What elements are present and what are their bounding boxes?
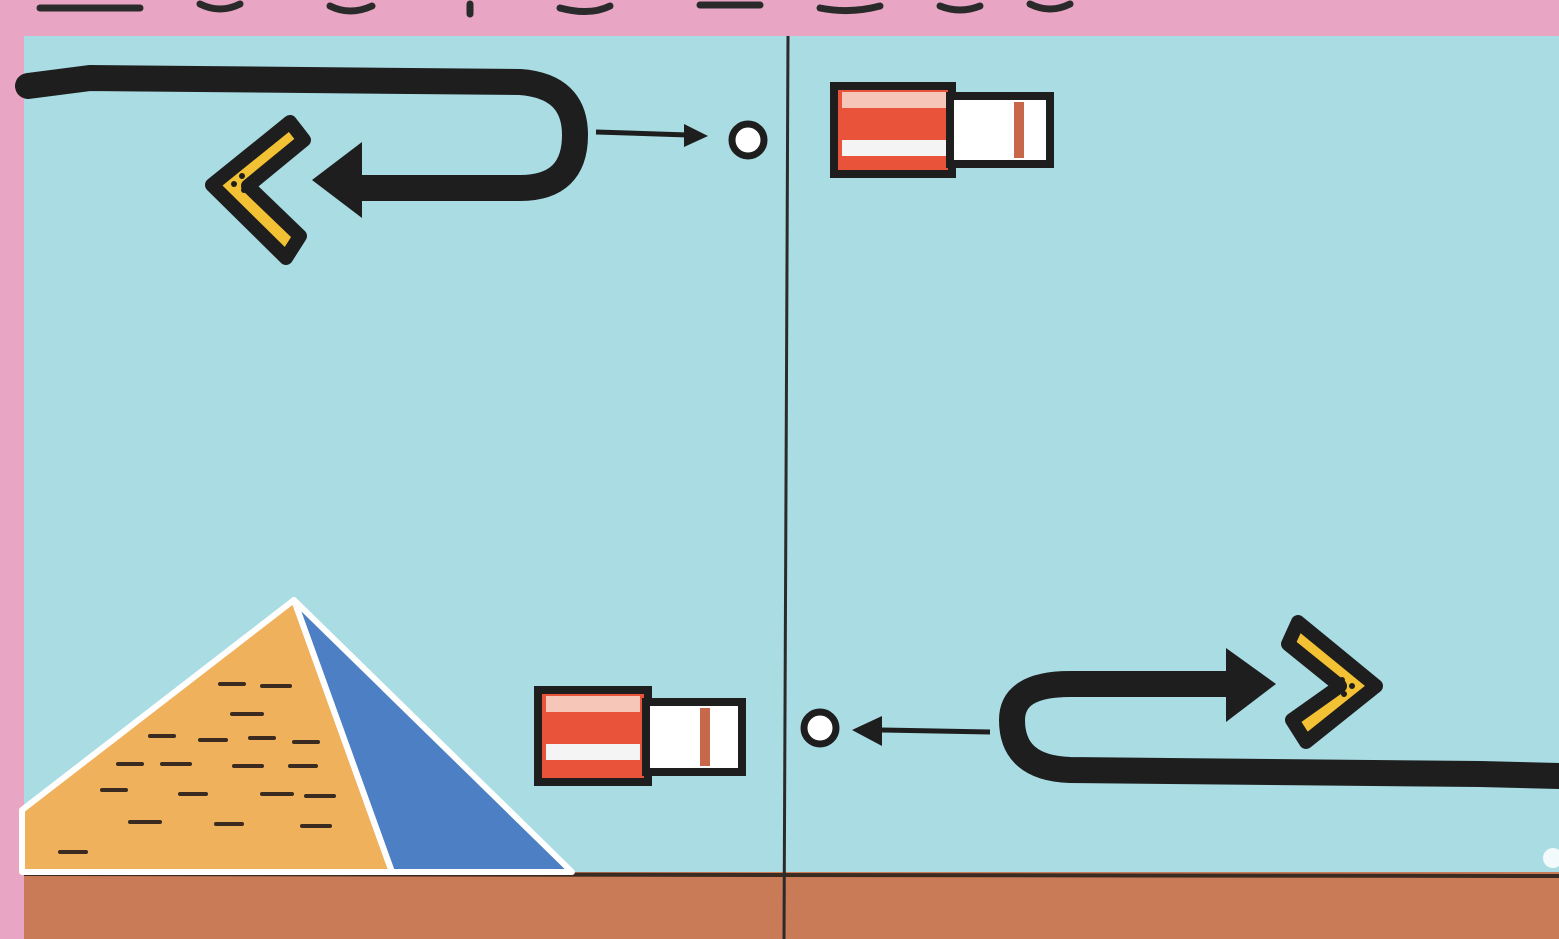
small-arrow-icon: [595, 124, 708, 147]
return-arrow-icon: [15, 64, 589, 218]
boomerang-icon: [1281, 615, 1383, 749]
small-arrow-icon: [852, 716, 991, 746]
boomerang-icon: [205, 115, 311, 265]
pyramid-icon: [19, 597, 575, 875]
battery-icon: [534, 686, 746, 786]
target-circle-icon: [800, 708, 840, 748]
edge-mark: [1543, 848, 1559, 868]
ground-strip: [24, 872, 1559, 939]
panel-divider: [782, 35, 790, 939]
header-glyphs-partial: [36, 0, 1074, 18]
return-arrow-icon: [998, 648, 1559, 789]
target-circle-icon: [728, 120, 768, 160]
battery-icon: [830, 82, 1054, 178]
